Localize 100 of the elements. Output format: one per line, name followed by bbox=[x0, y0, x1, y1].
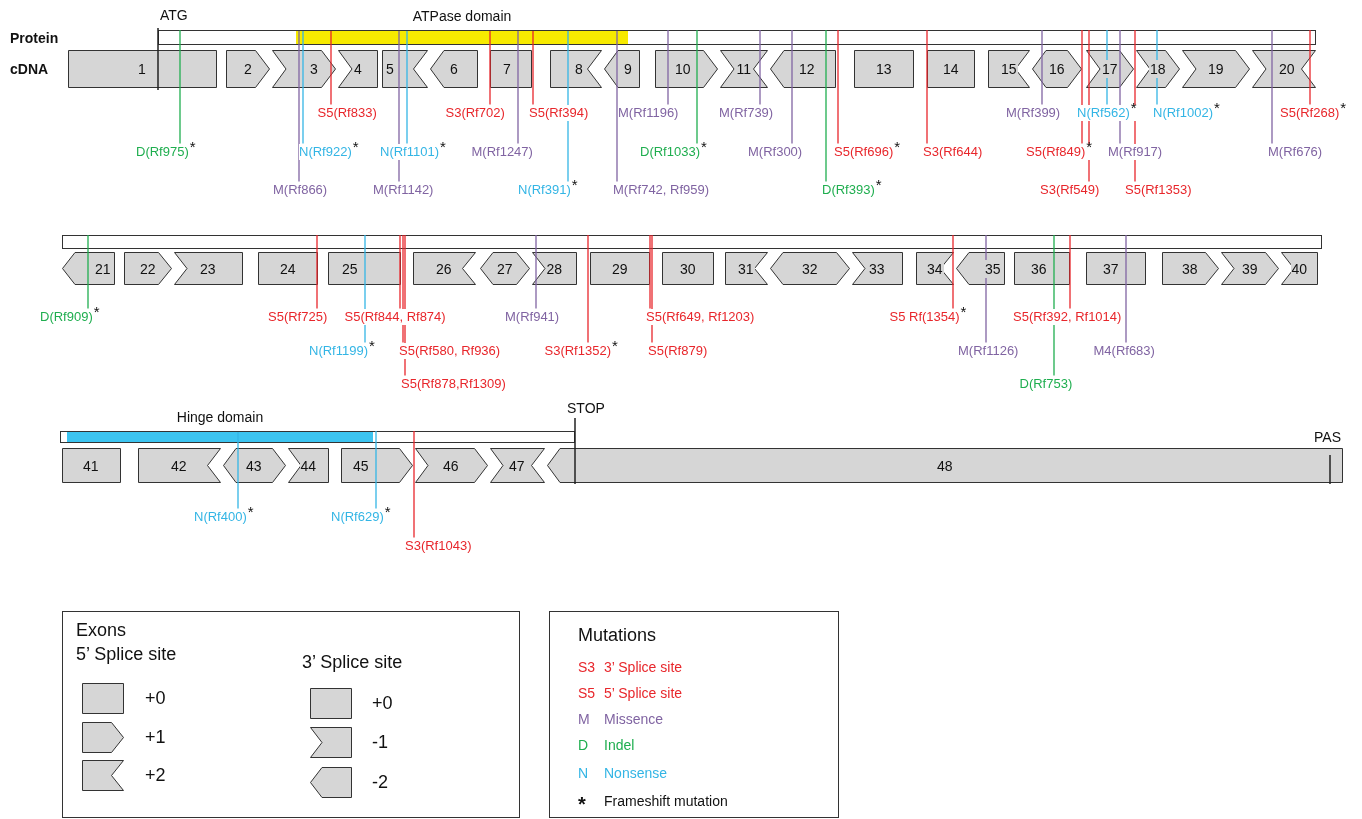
leader-line bbox=[759, 29, 761, 106]
text-label: Mutations bbox=[578, 624, 657, 647]
mutation-label: S5(Rf392, Rf1014) bbox=[1013, 308, 1122, 326]
mutation-label: S5(Rf394) bbox=[529, 104, 589, 122]
leader-line bbox=[1134, 29, 1136, 183]
legend-text: +1 bbox=[145, 726, 166, 749]
exon-block bbox=[770, 50, 836, 88]
leader-line bbox=[1088, 29, 1090, 183]
exon-block bbox=[341, 448, 413, 483]
exon-block bbox=[1182, 50, 1250, 88]
domain-label: Hinge domain bbox=[176, 408, 264, 427]
exon-block bbox=[1014, 252, 1070, 285]
text-label: Exons bbox=[76, 619, 127, 642]
exon-block bbox=[956, 252, 1005, 285]
exon-number: 17 bbox=[1101, 60, 1119, 79]
text-label: PAS bbox=[1314, 428, 1341, 447]
exon-block bbox=[1281, 252, 1318, 285]
leader-line bbox=[330, 30, 332, 106]
legend-text: +0 bbox=[372, 692, 393, 715]
leader-line bbox=[616, 30, 618, 183]
exon-block bbox=[725, 252, 768, 285]
legend-text: 5’ Splice site bbox=[604, 684, 683, 703]
exon-block bbox=[382, 50, 428, 88]
exon-block bbox=[770, 252, 850, 285]
exon-block bbox=[1162, 252, 1219, 285]
leader-line bbox=[1106, 29, 1108, 106]
exon-block bbox=[338, 50, 378, 88]
exon-block bbox=[547, 448, 1343, 483]
text-label: 5’ Splice site bbox=[76, 643, 177, 666]
domain-label: ATPase domain bbox=[412, 7, 512, 26]
protein-bar bbox=[62, 235, 1322, 249]
leader-line bbox=[364, 234, 366, 344]
exon-block bbox=[1136, 50, 1180, 88]
exon-block bbox=[854, 50, 914, 88]
leader-line bbox=[535, 234, 537, 310]
legend-text: Missence bbox=[604, 710, 664, 729]
leader-line bbox=[837, 29, 839, 145]
leader-line bbox=[1069, 234, 1071, 310]
text-label: 3’ Splice site bbox=[302, 651, 403, 674]
leader-line bbox=[926, 29, 928, 145]
leader-line bbox=[1125, 234, 1127, 344]
legend-text: +2 bbox=[145, 764, 166, 787]
exon-block bbox=[1032, 50, 1082, 88]
exon-block bbox=[662, 252, 714, 285]
exon-block bbox=[138, 448, 221, 483]
exon-block bbox=[927, 50, 975, 88]
exon-block bbox=[62, 252, 115, 285]
leader-line bbox=[649, 234, 651, 310]
legend-text: Nonsense bbox=[604, 764, 668, 783]
leader-line bbox=[825, 29, 827, 183]
leader-line bbox=[406, 30, 408, 145]
leader-line bbox=[1081, 29, 1083, 145]
exon-block bbox=[430, 50, 478, 88]
leader-line bbox=[398, 30, 400, 183]
legend-key: S5 bbox=[578, 684, 596, 703]
exon-block bbox=[852, 252, 903, 285]
exon-block bbox=[604, 50, 640, 88]
exon-block bbox=[226, 50, 270, 88]
exon-block bbox=[988, 50, 1030, 88]
exon-block bbox=[916, 252, 954, 285]
leader-line bbox=[179, 29, 181, 145]
leader-line bbox=[651, 234, 653, 344]
exon-block bbox=[590, 252, 650, 285]
leader-line bbox=[1271, 29, 1273, 145]
exon-block bbox=[415, 448, 488, 483]
leader-line bbox=[237, 431, 239, 510]
exon-block bbox=[532, 252, 577, 285]
leader-line bbox=[1119, 29, 1121, 145]
leader-line bbox=[316, 234, 318, 310]
row-label: cDNA bbox=[10, 60, 49, 79]
leader-line bbox=[375, 430, 377, 510]
leader-line bbox=[532, 30, 534, 106]
exon-block bbox=[1221, 252, 1279, 285]
exon-block bbox=[223, 448, 286, 483]
leader-line bbox=[1156, 29, 1158, 106]
exon-block bbox=[490, 448, 545, 483]
leader-line bbox=[791, 29, 793, 145]
exon-block bbox=[62, 448, 121, 483]
mutation-label: S5(Rf649, Rf1203) bbox=[646, 308, 755, 326]
exon-block bbox=[288, 448, 329, 483]
leader-line bbox=[489, 30, 491, 106]
leader-line bbox=[404, 234, 406, 377]
exon-block bbox=[413, 252, 476, 285]
exon-block bbox=[68, 50, 217, 88]
legend-key: * bbox=[578, 791, 586, 817]
exon-block bbox=[655, 50, 718, 88]
legend-key: M bbox=[578, 710, 590, 729]
leader-line bbox=[1309, 29, 1311, 106]
exon-block bbox=[174, 252, 243, 285]
legend-text: +0 bbox=[145, 687, 166, 710]
exon-block bbox=[328, 252, 401, 285]
legend-text: Indel bbox=[604, 736, 635, 755]
exon-block bbox=[720, 50, 768, 88]
legend-key: D bbox=[578, 736, 589, 755]
exon-block bbox=[124, 252, 172, 285]
exon-number: 18 bbox=[1149, 60, 1167, 79]
text-label: STOP bbox=[567, 399, 605, 418]
exon-block bbox=[480, 252, 530, 285]
exon-block bbox=[490, 50, 532, 88]
mutation-label: S5(Rf844, Rf874) bbox=[344, 308, 446, 326]
